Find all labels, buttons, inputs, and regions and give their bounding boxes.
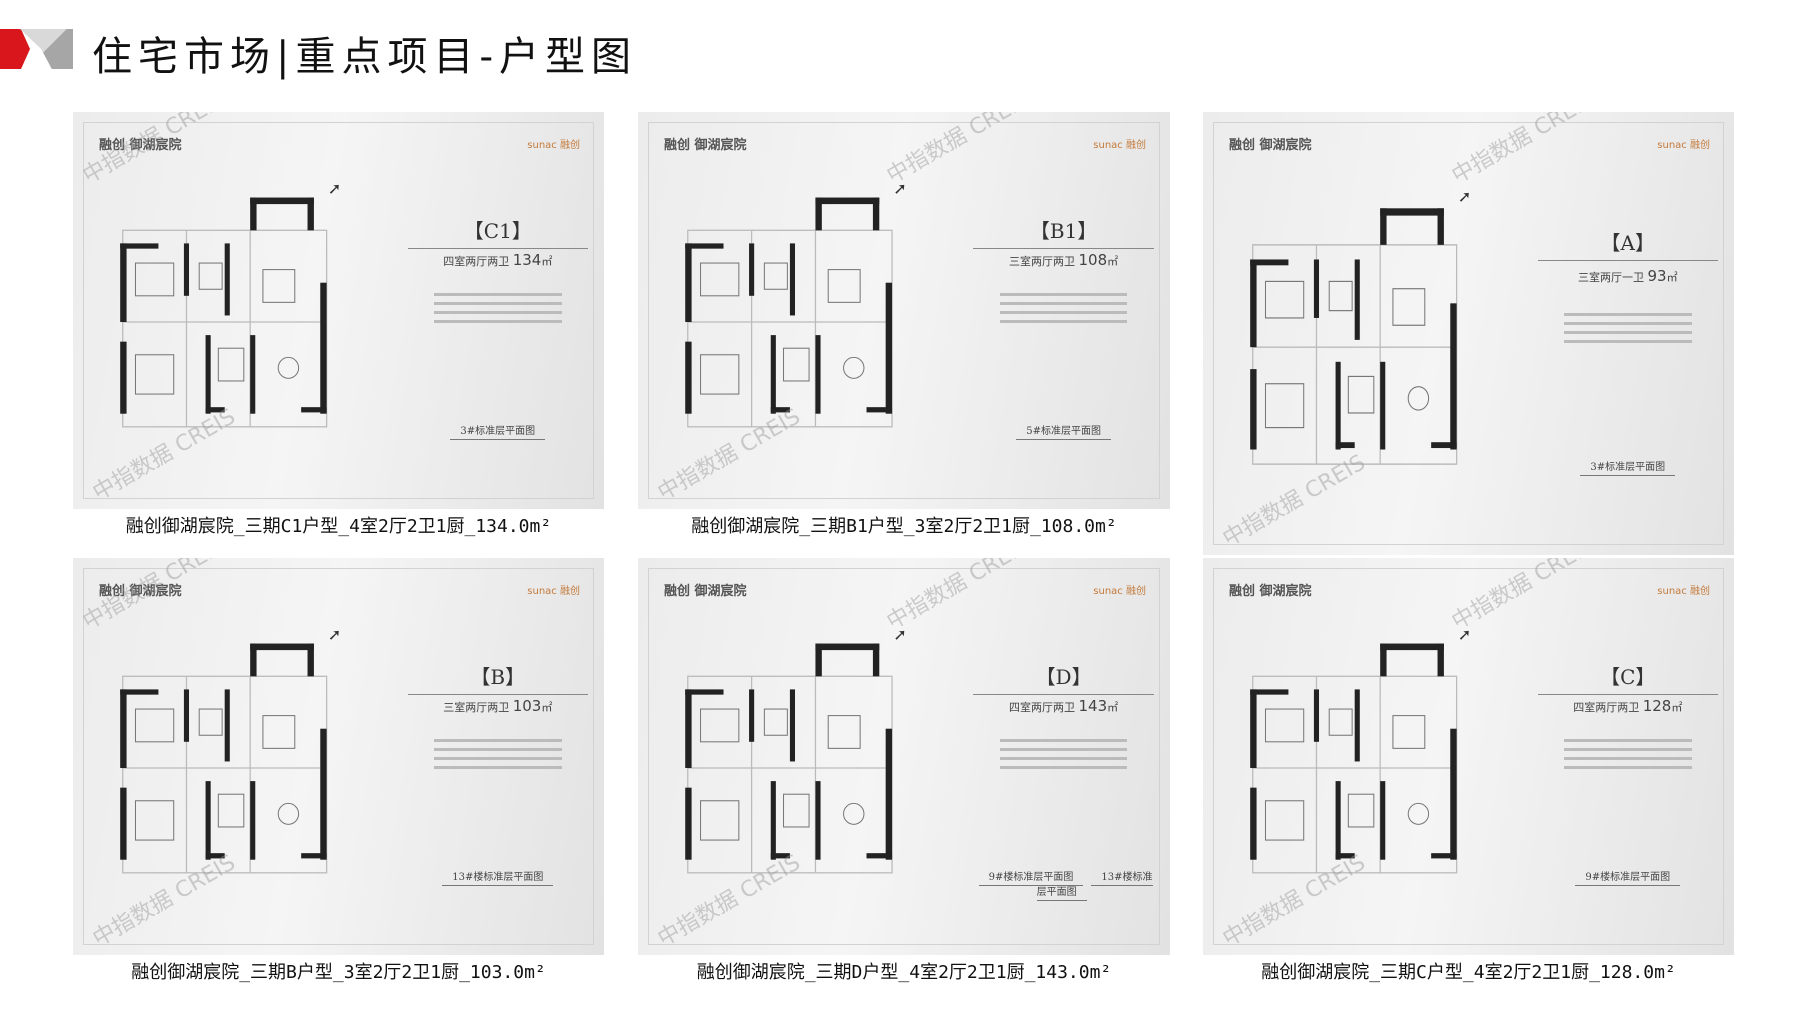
- unit-caption: 融创御湖宸院_三期C1户型_4室2厅2卫1厨_134.0m²: [125, 516, 552, 537]
- panel-frame: [648, 568, 1160, 945]
- floor-plan-drawing: [110, 191, 365, 453]
- area-unit: ㎡: [1107, 254, 1119, 268]
- unit-code: 【A】: [1537, 227, 1719, 262]
- brand-logo: 融创 御湖宸院: [664, 138, 747, 153]
- floor-plan-image[interactable]: 融创 御湖宸院 sunac 融创 ➚ 【C】 四室两厅两卫 128㎡ 9#楼标准…: [1203, 558, 1734, 955]
- panel-frame: [83, 122, 594, 499]
- brand-logo: 融创 御湖宸院: [99, 584, 182, 599]
- unit-rooms: 三室两厅一卫: [1577, 271, 1644, 285]
- panel-frame: [1213, 568, 1724, 945]
- panel-frame: [1213, 122, 1724, 545]
- unit-blurb: [999, 287, 1128, 329]
- unit-description: 四室两厅两卫 143㎡: [973, 697, 1154, 715]
- floor-plan-image[interactable]: 融创 御湖宸院 sunac 融创 ➚ 【C1】 四室两厅两卫 134㎡ 3#标准…: [73, 112, 604, 509]
- compass-icon: ➚: [893, 625, 907, 645]
- area-unit: ㎡: [541, 700, 553, 714]
- compass-icon: ➚: [327, 625, 342, 645]
- brand-logo: 融创 御湖宸院: [1229, 584, 1312, 599]
- unit-description: 三室两厅两卫 103㎡: [408, 697, 589, 715]
- compass-icon: ➚: [327, 179, 342, 199]
- floor-label: 13#楼标准层平面图: [1036, 871, 1153, 901]
- floor-labels: 9#楼标准层平面图: [1538, 868, 1719, 886]
- floor-plan-drawing: [675, 637, 930, 899]
- sunac-logo: sunac 融创: [527, 140, 580, 151]
- floor-label: 3#标准层平面图: [450, 425, 546, 440]
- floor-label: 13#楼标准层平面图: [442, 871, 554, 886]
- floor-plan-drawing: [1240, 201, 1495, 493]
- unit-description: 三室两厅一卫 93㎡: [1538, 267, 1719, 285]
- unit-description: 四室两厅两卫 134㎡: [408, 251, 589, 269]
- unit-rooms: 四室两厅两卫: [443, 254, 510, 268]
- unit-blurb: [434, 733, 562, 775]
- floor-label: 9#楼标准层平面图: [978, 871, 1084, 886]
- unit-area: 93: [1647, 267, 1667, 286]
- compass-icon: ➚: [1457, 187, 1472, 207]
- unit-rooms: 三室两厅两卫: [1009, 254, 1076, 268]
- unit-code: 【B】: [407, 661, 589, 696]
- area-unit: ㎡: [1671, 700, 1683, 714]
- unit-blurb: [1564, 733, 1692, 775]
- floor-labels: 5#标准层平面图: [973, 422, 1154, 440]
- sunac-logo: sunac 融创: [1657, 586, 1710, 597]
- panel-frame: [83, 568, 594, 945]
- sunac-logo: sunac 融创: [1657, 140, 1710, 151]
- panel-frame: [648, 122, 1160, 499]
- area-unit: ㎡: [1107, 700, 1119, 714]
- sunac-logo: sunac 融创: [527, 586, 580, 597]
- unit-code: 【D】: [973, 661, 1155, 696]
- unit-caption: 融创御湖宸院_三期C户型_4室2厅2卫1厨_128.0m²: [1261, 962, 1676, 983]
- unit-description: 四室两厅两卫 128㎡: [1538, 697, 1719, 715]
- brand-logo: 融创 御湖宸院: [1229, 138, 1312, 153]
- unit-area: 143: [1078, 696, 1108, 715]
- unit-code: 【B1】: [973, 215, 1155, 250]
- floor-plan-image[interactable]: 融创 御湖宸院 sunac 融创 ➚ 【D】 四室两厅两卫 143㎡ 9#楼标准…: [638, 558, 1170, 955]
- unit-area: 108: [1078, 250, 1108, 269]
- sunac-logo: sunac 融创: [1093, 586, 1146, 597]
- area-unit: ㎡: [1666, 271, 1678, 285]
- floor-plan-drawing: [110, 637, 365, 899]
- page-title: 住宅市场|重点项目-户型图: [92, 34, 637, 80]
- unit-area: 128: [1642, 696, 1672, 715]
- unit-blurb: [999, 733, 1128, 775]
- unit-code: 【C】: [1537, 661, 1719, 696]
- unit-caption: 融创御湖宸院_三期D户型_4室2厅2卫1厨_143.0m²: [696, 962, 1112, 983]
- floor-labels: 13#楼标准层平面图: [408, 868, 589, 886]
- unit-code: 【C1】: [407, 215, 589, 250]
- floor-label: 3#标准层平面图: [1580, 461, 1676, 476]
- compass-icon: ➚: [1457, 625, 1472, 645]
- floor-plan-drawing: [675, 191, 930, 453]
- unit-blurb: [1564, 307, 1692, 349]
- unit-caption: 融创御湖宸院_三期B户型_3室2厅2卫1厨_103.0m²: [131, 962, 546, 983]
- floor-plan-image[interactable]: 融创 御湖宸院 sunac 融创 ➚ 【A】 三室两厅一卫 93㎡ 3#标准层平…: [1203, 112, 1734, 555]
- unit-caption: 融创御湖宸院_三期B1户型_3室2厅2卫1厨_108.0m²: [691, 516, 1117, 537]
- floor-labels: 3#标准层平面图: [1538, 458, 1719, 476]
- header-logo-red: [0, 29, 30, 69]
- compass-icon: ➚: [893, 179, 907, 199]
- floor-plan-image[interactable]: 融创 御湖宸院 sunac 融创 ➚ 【B1】 三室两厅两卫 108㎡ 5#标准…: [638, 112, 1170, 509]
- unit-blurb: [434, 287, 562, 329]
- unit-rooms: 四室两厅两卫: [1009, 700, 1076, 714]
- sunac-logo: sunac 融创: [1093, 140, 1146, 151]
- unit-rooms: 四室两厅两卫: [1573, 700, 1640, 714]
- floor-plan-drawing: [1240, 637, 1495, 899]
- floor-label: 5#标准层平面图: [1016, 425, 1111, 440]
- unit-area: 103: [512, 696, 542, 715]
- floor-labels: 3#标准层平面图: [408, 422, 589, 440]
- brand-logo: 融创 御湖宸院: [664, 584, 747, 599]
- unit-description: 三室两厅两卫 108㎡: [973, 251, 1154, 269]
- floor-label: 9#楼标准层平面图: [1575, 871, 1681, 886]
- brand-logo: 融创 御湖宸院: [99, 138, 182, 153]
- area-unit: ㎡: [541, 254, 553, 268]
- unit-area: 134: [512, 250, 542, 269]
- floor-plan-image[interactable]: 融创 御湖宸院 sunac 融创 ➚ 【B】 三室两厅两卫 103㎡ 13#楼标…: [73, 558, 604, 955]
- unit-rooms: 三室两厅两卫: [443, 700, 510, 714]
